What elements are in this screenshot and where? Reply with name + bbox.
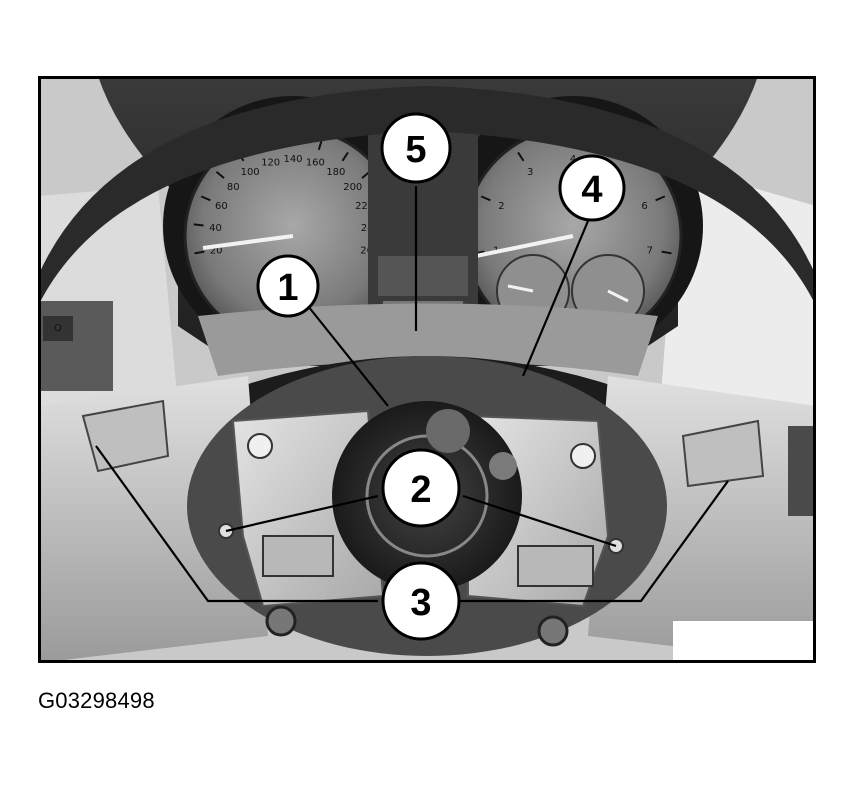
right-stalk: [788, 426, 816, 516]
speedometer-tick-label: 60: [215, 201, 228, 212]
callout-4: 4: [558, 154, 626, 222]
svg-text:2: 2: [410, 469, 431, 511]
speedometer-tick-label: 220: [355, 201, 374, 212]
speedometer-tick-mark: [200, 195, 211, 202]
steering-wheel-rim-inner: [188, 356, 668, 426]
figure-id-caption: G03298498: [38, 688, 155, 713]
speedometer-tick-label: 140: [283, 154, 302, 165]
speedometer-tick-mark: [317, 139, 323, 151]
screw-lower-right: [537, 615, 569, 647]
left-connector: [262, 535, 334, 577]
svg-text:5: 5: [405, 129, 426, 171]
tachometer-tick-mark: [480, 195, 491, 202]
tachometer-tick-label: 4: [570, 154, 576, 165]
svg-text:O: O: [54, 323, 62, 334]
speedometer-tick-mark: [215, 170, 225, 179]
tachometer-tick-label: 3: [527, 167, 533, 178]
speedometer-tick-mark: [194, 250, 205, 255]
speedometer-tick-label: 100: [241, 167, 260, 178]
tachometer-tick-label: 6: [641, 201, 647, 212]
right-connector: [517, 545, 594, 587]
speedometer-tick-label: 120: [261, 157, 280, 168]
callout-1: 1: [256, 254, 320, 318]
bolt-upper-right: [570, 443, 596, 469]
callout-5: 5: [380, 112, 452, 184]
figure-frame: [38, 76, 816, 663]
tachometer-tick-mark: [517, 151, 525, 162]
callout-3: 3: [381, 561, 461, 641]
tachometer-tick-mark: [661, 250, 672, 255]
svg-text:3: 3: [410, 582, 431, 624]
image-corner-patch: [673, 621, 816, 663]
steering-wheel-diagram: 20406080100120140160180200220240260 1234…: [38, 76, 816, 663]
tachometer-tick-label: 2: [498, 201, 504, 212]
leader-lines: [95, 186, 729, 603]
speedometer-tick-mark: [193, 223, 204, 227]
speedometer-tick-label: 180: [326, 167, 345, 178]
svg-text:1: 1: [277, 267, 298, 309]
screw-lower-left: [265, 605, 297, 637]
tachometer-needle: [475, 234, 574, 258]
speedometer-needle: [202, 234, 294, 250]
speedometer-tick-label: 200: [343, 182, 362, 193]
bolt-upper-left: [247, 433, 273, 459]
speedometer-tick-label: 80: [227, 182, 240, 193]
callout-2: 2: [381, 448, 461, 528]
speedometer-tick-mark: [341, 151, 349, 162]
speedometer-tick-label: 20: [210, 246, 223, 257]
speedometer-tick-label: 40: [209, 223, 222, 234]
tachometer-tick-mark: [655, 195, 666, 202]
tachometer-tick-label: 7: [647, 246, 653, 257]
svg-text:4: 4: [581, 169, 602, 211]
right-shift-paddle: [681, 419, 765, 488]
steering-wheel-rim-top: [38, 86, 816, 306]
speedometer-tick-label: 160: [306, 157, 325, 168]
dash-lower-lip: [198, 303, 658, 376]
left-stalk: [38, 301, 113, 391]
left-shift-paddle: [81, 399, 170, 473]
